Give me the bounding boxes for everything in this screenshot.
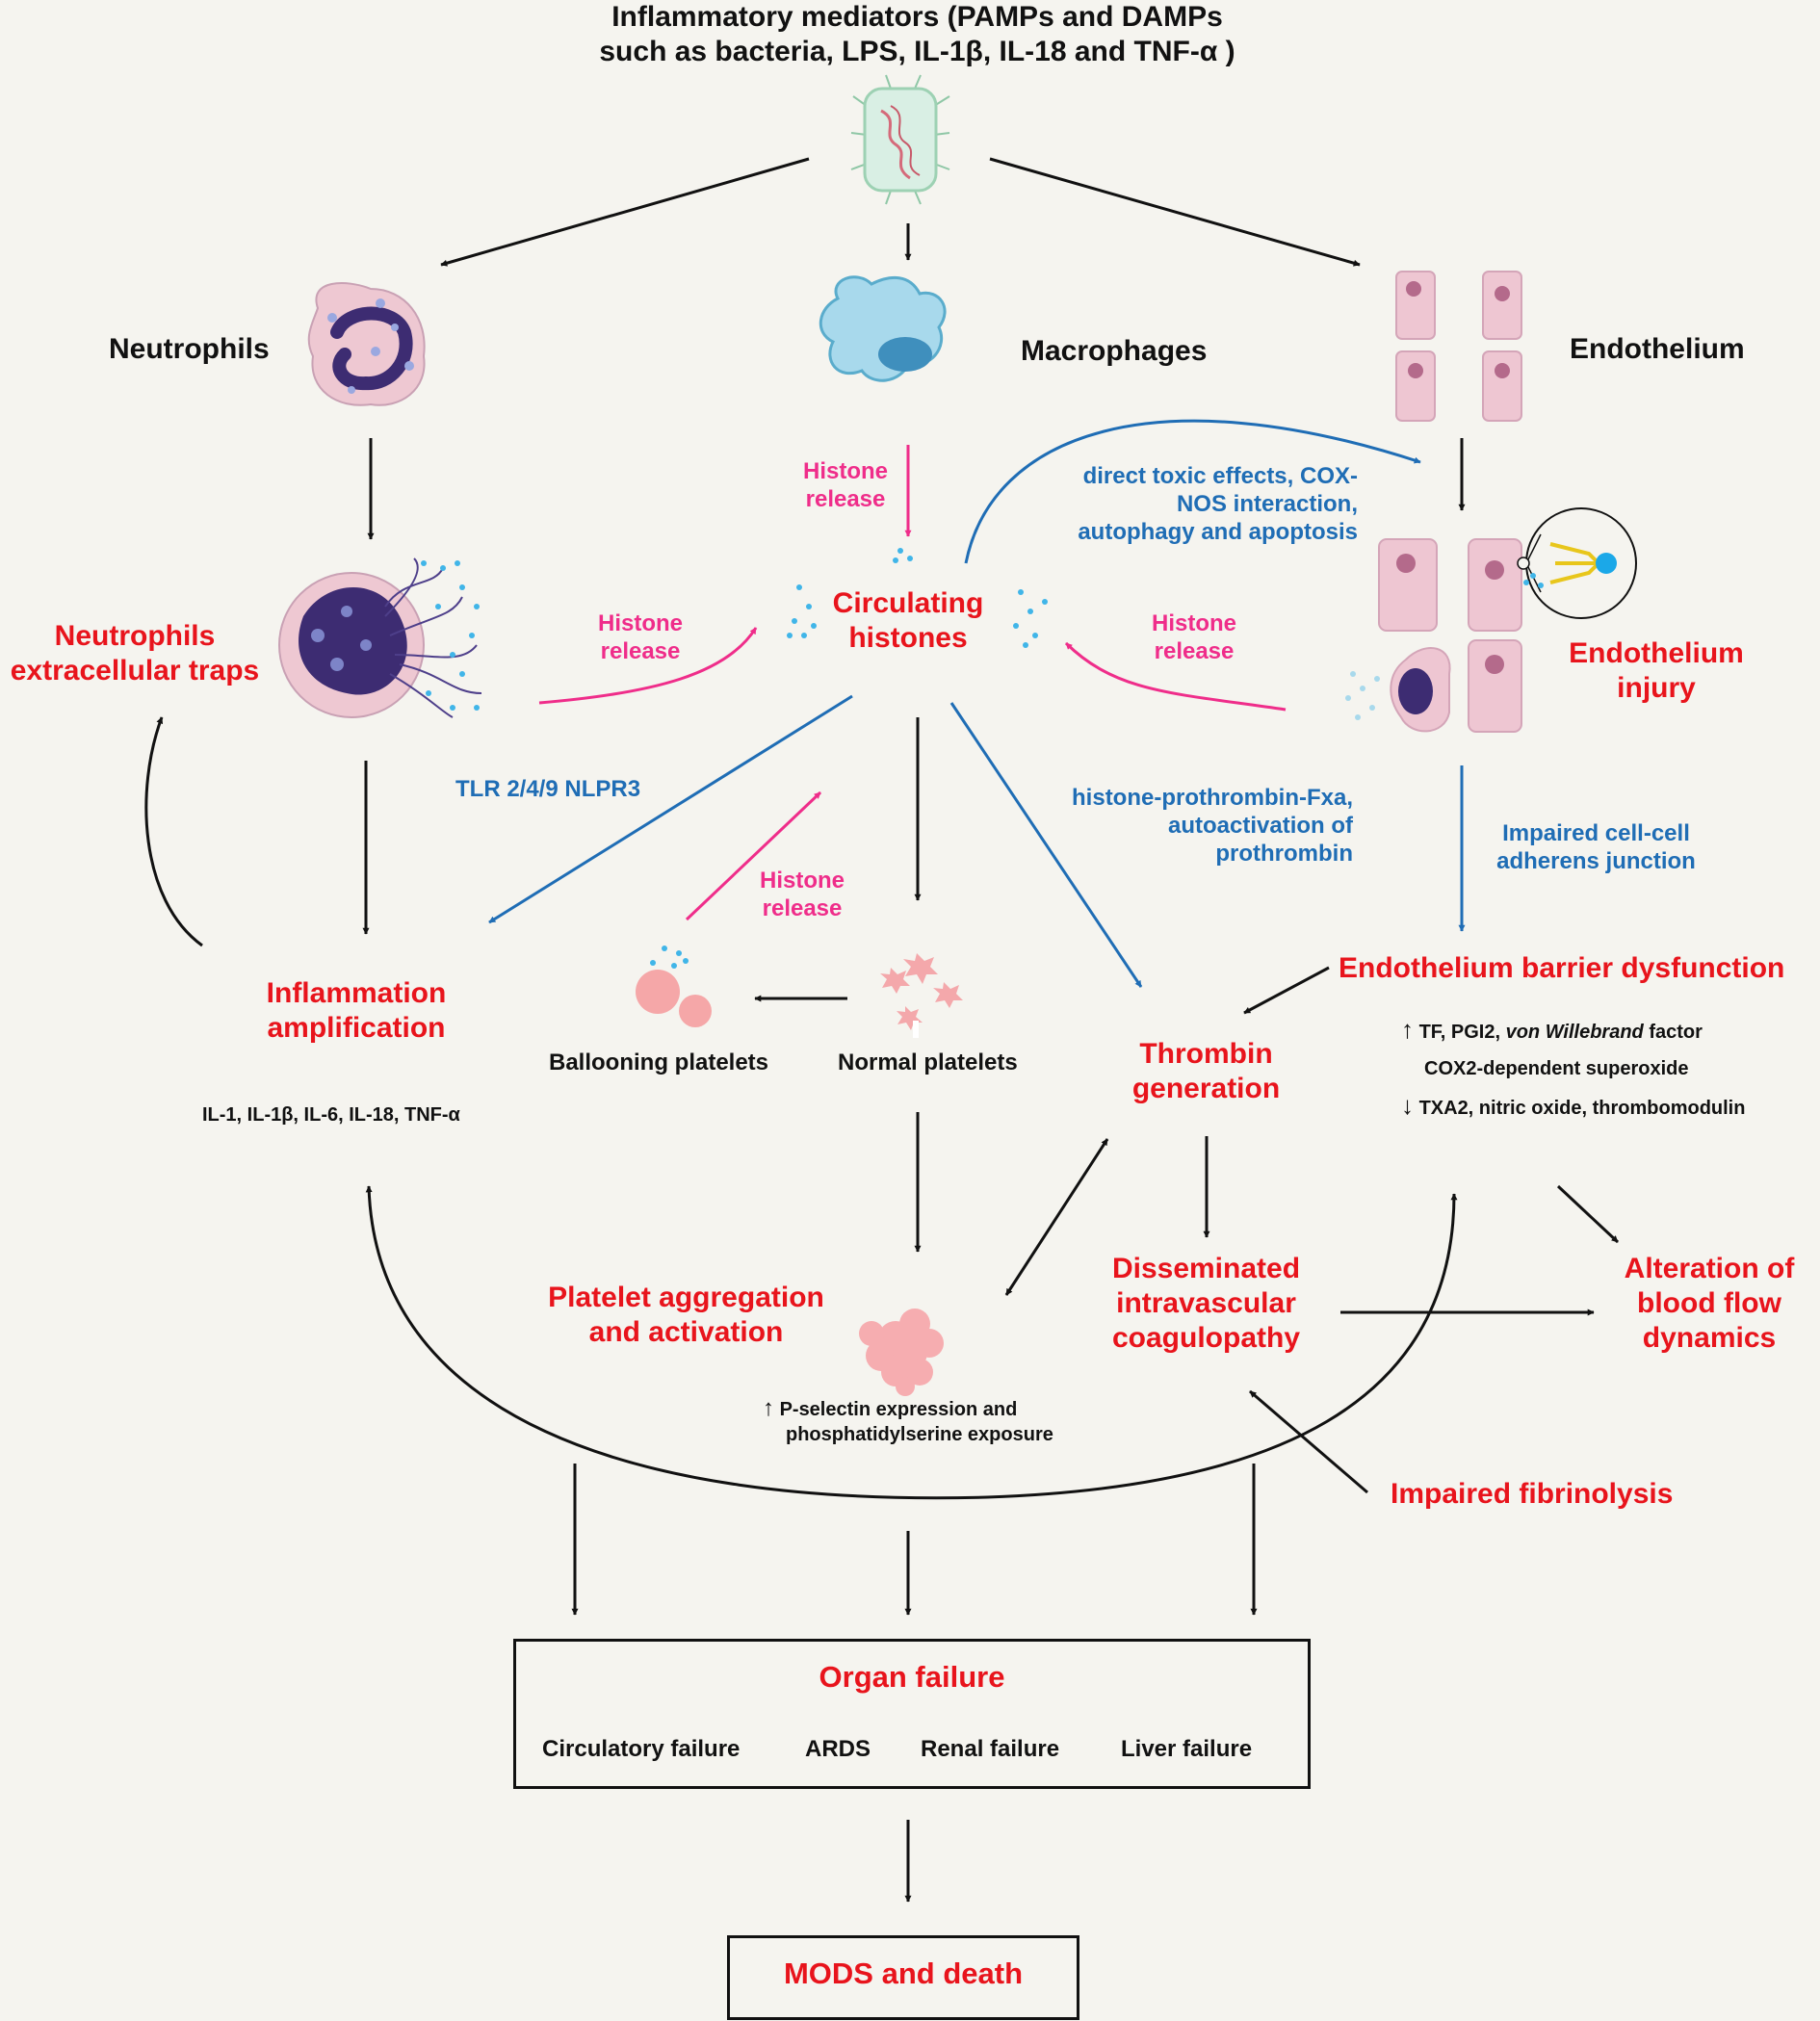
double-arrow-thrombin-platelets: [1004, 1138, 1109, 1296]
title-line-1: Inflammatory mediators (PAMPs and DAMPs: [611, 1, 1223, 33]
dic-line-1: Disseminated: [1111, 1253, 1301, 1284]
organ-item-liver: Liver failure: [1121, 1736, 1253, 1762]
pselectin-line-2: phosphatidylserine exposure: [786, 1424, 1053, 1445]
normal-platelets-icon: [880, 953, 963, 1038]
barrier-text-c: factor: [1643, 1022, 1703, 1043]
thrombin-label: Thrombin generation: [1107, 1037, 1305, 1106]
fibrinolysis-label: Impaired fibrinolysis: [1391, 1478, 1674, 1510]
histone-release-neutrophil: Histone release: [573, 610, 708, 666]
up-arrow-icon: ↑: [1401, 1015, 1414, 1044]
barrier-details: ↑ TF, PGI2, von Willebrand factor COX2-d…: [1401, 1011, 1745, 1127]
tlr-label: TLR 2/4/9 NLPR3: [455, 776, 641, 802]
histone-release-platelet: Histone release: [735, 868, 870, 923]
black-arrows: [144, 157, 1620, 1903]
adherens-line-2: adherens junction: [1496, 847, 1696, 874]
up-arrow-icon: ↑: [763, 1395, 774, 1421]
barrier-details-line-3: ↓ TXA2, nitric oxide, thrombomodulin: [1401, 1087, 1745, 1127]
organ-item-ards: ARDS: [805, 1736, 871, 1762]
net-line-1: Neutrophils: [54, 620, 216, 652]
net-neutrophil-icon: [278, 557, 482, 718]
prothrombin-line-3: prothrombin: [1215, 840, 1353, 867]
organ-item-renal: Renal failure: [921, 1736, 1060, 1762]
barrier-dysfunction-label: Endothelium barrier dysfunction: [1339, 952, 1785, 984]
organ-failure-box: Organ failure Circulatory failure ARDS R…: [513, 1639, 1311, 1789]
histone-release-line-1: Histone: [1151, 610, 1236, 636]
blood-flow-line-3: dynamics: [1642, 1322, 1777, 1354]
thrombin-line-1: Thrombin: [1139, 1038, 1273, 1070]
histone-release-line-1: Histone: [597, 610, 683, 636]
barrier-text-b: von Willebrand: [1505, 1022, 1644, 1043]
endothelium-injury-line-1: Endothelium: [1569, 637, 1744, 669]
inflammation-label: Inflammation amplification: [241, 976, 472, 1046]
macrophages-label: Macrophages: [1021, 335, 1208, 367]
adherens-text: Impaired cell-cell adherens junction: [1473, 820, 1719, 876]
adherens-line-1: Impaired cell-cell: [1502, 820, 1690, 846]
prothrombin-line-2: autoactivation of: [1167, 812, 1353, 839]
down-arrow-icon: ↓: [1401, 1091, 1414, 1120]
neutrophil-icon: [307, 282, 426, 406]
toxic-effects-line-1: direct toxic effects, COX-: [1082, 463, 1358, 489]
prothrombin-text: histone-prothrombin-Fxa, autoactivation …: [1016, 785, 1353, 868]
toxic-effects-line-2: NOS interaction,: [1176, 490, 1358, 517]
aggregation-line-1: Platelet aggregation: [548, 1282, 824, 1313]
endothelium-icon: [1395, 271, 1522, 422]
macrophage-icon: [819, 275, 947, 382]
dic-label: Disseminated intravascular coagulopathy: [1079, 1252, 1334, 1356]
title-line-2: such as bacteria, LPS, IL-1β, IL-18 and …: [599, 36, 1235, 67]
endothelium-injury-label: Endothelium injury: [1541, 636, 1772, 706]
histone-release-line-2: release: [762, 894, 843, 921]
circulating-histones-label: Circulating histones: [799, 586, 1017, 656]
ballooning-platelets-label: Ballooning platelets: [549, 1049, 769, 1075]
histone-release-line-2: release: [805, 485, 886, 512]
histone-release-line-2: release: [1154, 637, 1235, 664]
endothelium-label: Endothelium: [1570, 333, 1745, 365]
circulating-histones-line-1: Circulating: [832, 587, 984, 619]
inflammation-line-1: Inflammation: [266, 977, 447, 1009]
histone-release-line-2: release: [600, 637, 681, 664]
thrombin-line-2: generation: [1131, 1073, 1281, 1104]
mods-box: MODS and death: [727, 1935, 1079, 2020]
net-line-2: extracellular traps: [10, 655, 260, 687]
pink-arrows: [538, 445, 1287, 921]
blue-arrows: [488, 419, 1466, 988]
aggregation-label: Platelet aggregation and activation: [525, 1281, 847, 1350]
dic-line-3: coagulopathy: [1111, 1322, 1300, 1354]
cytokines-label: IL-1, IL-1β, IL-6, IL-18, TNF-α: [202, 1104, 460, 1126]
barrier-text-a: TF, PGI2,: [1418, 1022, 1506, 1043]
neutrophils-label: Neutrophils: [109, 333, 270, 365]
organ-item-circulatory: Circulatory failure: [542, 1736, 741, 1762]
blood-flow-line-2: blood flow: [1637, 1287, 1781, 1319]
blood-flow-line-1: Alteration of: [1624, 1253, 1795, 1284]
barrier-text-3: TXA2, nitric oxide, thrombomodulin: [1418, 1098, 1746, 1119]
histone-release-line-1: Histone: [802, 458, 888, 484]
dic-line-2: intravascular: [1116, 1287, 1296, 1319]
normal-platelets-label: Normal platelets: [838, 1049, 1018, 1075]
pselectin-text-1: P-selectin expression and: [779, 1399, 1018, 1420]
inflammation-line-2: amplification: [267, 1012, 446, 1044]
organ-failure-title: Organ failure: [819, 1660, 1005, 1694]
aggregation-line-2: and activation: [588, 1316, 784, 1348]
toxic-effects-text: direct toxic effects, COX- NOS interacti…: [1011, 463, 1358, 546]
mods-label: MODS and death: [783, 1956, 1023, 1990]
histone-release-endothelium: Histone release: [1127, 610, 1261, 666]
histone-release-line-1: Histone: [759, 868, 845, 894]
histone-dots-icon: [787, 548, 1048, 648]
circulating-histones-line-2: histones: [848, 622, 968, 654]
blood-flow-label: Alteration of blood flow dynamics: [1594, 1252, 1820, 1356]
title: Inflammatory mediators (PAMPs and DAMPs …: [568, 0, 1266, 69]
prothrombin-line-1: histone-prothrombin-Fxa,: [1072, 785, 1353, 811]
aggregated-platelets-icon: [859, 1308, 944, 1396]
histone-release-macrophage: Histone release: [778, 458, 913, 514]
endothelium-injury-line-2: injury: [1617, 672, 1696, 704]
net-label: Neutrophils extracellular traps: [0, 619, 270, 688]
pselectin-text: ↑ P-selectin expression and phosphatidyl…: [763, 1396, 1053, 1447]
bacterium-icon: [850, 74, 950, 205]
barrier-details-line-2: COX2-dependent superoxide: [1424, 1058, 1689, 1079]
toxic-effects-line-3: autophagy and apoptosis: [1078, 518, 1358, 545]
pselectin-line-1: ↑ P-selectin expression and: [763, 1396, 1053, 1422]
ballooning-platelets-icon: [636, 946, 712, 1027]
barrier-details-line-1: ↑ TF, PGI2, von Willebrand factor: [1401, 1011, 1745, 1050]
injured-endothelium-icon: [1345, 507, 1637, 733]
